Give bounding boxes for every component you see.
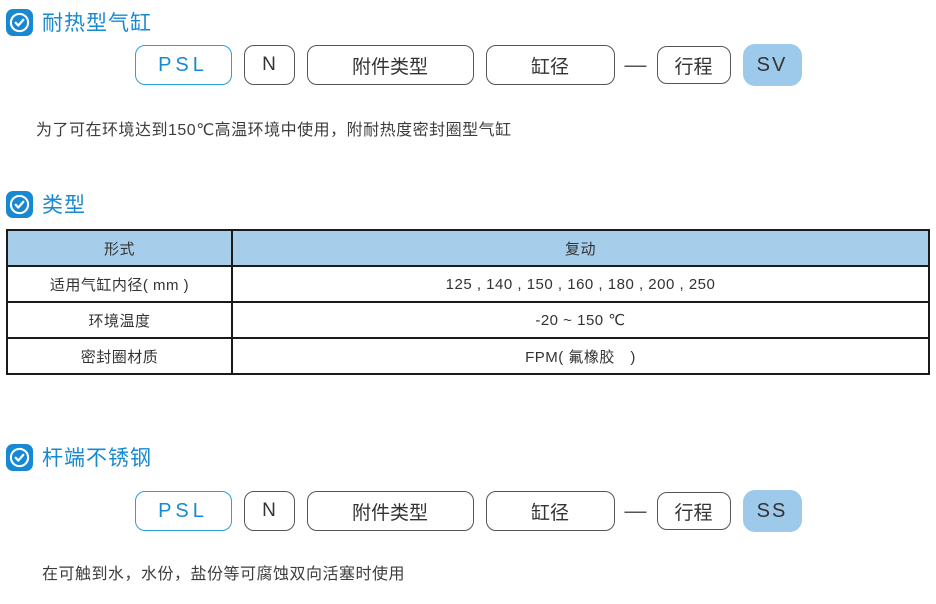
check-badge-icon (6, 443, 33, 471)
section-title: 杆端不锈钢 (42, 447, 152, 470)
suffix-code-badge: SV (742, 44, 802, 86)
section-title: 类型 (42, 194, 86, 217)
rod-end-stainless-description: 在可触到水，水份，盐份等可腐蚀双向活塞时使用 (42, 566, 406, 583)
order-code-row-heat-resistant: PSL N 附件类型 缸径 — 行程 SV (0, 43, 936, 87)
heat-resistant-description: 为了可在环境达到150℃高温环境中使用，附耐热度密封圈型气缸 (36, 122, 512, 139)
model-code-box: PSL (134, 491, 232, 531)
table-row: 形式 复动 (6, 229, 930, 267)
nil-code-box: N (243, 45, 295, 85)
table-value-cell: 125 , 140 , 150 , 160 , 180 , 200 , 250 (231, 265, 930, 303)
model-code-box: PSL (134, 45, 232, 85)
dash-separator: — (624, 52, 647, 77)
table-value-cell: FPM( 氟橡胶 ) (231, 337, 930, 375)
nil-code-box: N (243, 491, 295, 531)
table-label-cell: 密封圈材质 (6, 337, 233, 375)
check-badge-icon (6, 190, 33, 218)
check-badge-icon (6, 8, 33, 36)
section-header-heat-resistant: 耐热型气缸 (6, 7, 152, 37)
section-header-rod-end-stainless: 杆端不锈钢 (6, 442, 152, 472)
suffix-code-badge: SS (742, 490, 802, 532)
table-label-cell: 适用气缸内径( mm ) (6, 265, 233, 303)
accessory-type-box: 附件类型 (306, 491, 474, 531)
table-header-cell: 形式 (6, 229, 233, 267)
section-header-type: 类型 (6, 189, 86, 219)
dash-separator: — (624, 498, 647, 523)
stroke-box: 行程 (656, 492, 731, 530)
table-label-cell: 环境温度 (6, 301, 233, 339)
table-header-cell: 复动 (231, 229, 930, 267)
section-title: 耐热型气缸 (42, 12, 152, 35)
type-spec-table: 形式 复动 适用气缸内径( mm ) 125 , 140 , 150 , 160… (6, 229, 930, 375)
table-value-cell: -20 ~ 150 ℃ (231, 301, 930, 339)
order-code-row-rod-end-stainless: PSL N 附件类型 缸径 — 行程 SS (0, 489, 936, 533)
accessory-type-box: 附件类型 (306, 45, 474, 85)
table-row: 密封圈材质 FPM( 氟橡胶 ) (6, 337, 930, 375)
stroke-box: 行程 (656, 46, 731, 84)
table-row: 环境温度 -20 ~ 150 ℃ (6, 301, 930, 339)
bore-box: 缸径 (485, 491, 615, 531)
table-row: 适用气缸内径( mm ) 125 , 140 , 150 , 160 , 180… (6, 265, 930, 303)
bore-box: 缸径 (485, 45, 615, 85)
